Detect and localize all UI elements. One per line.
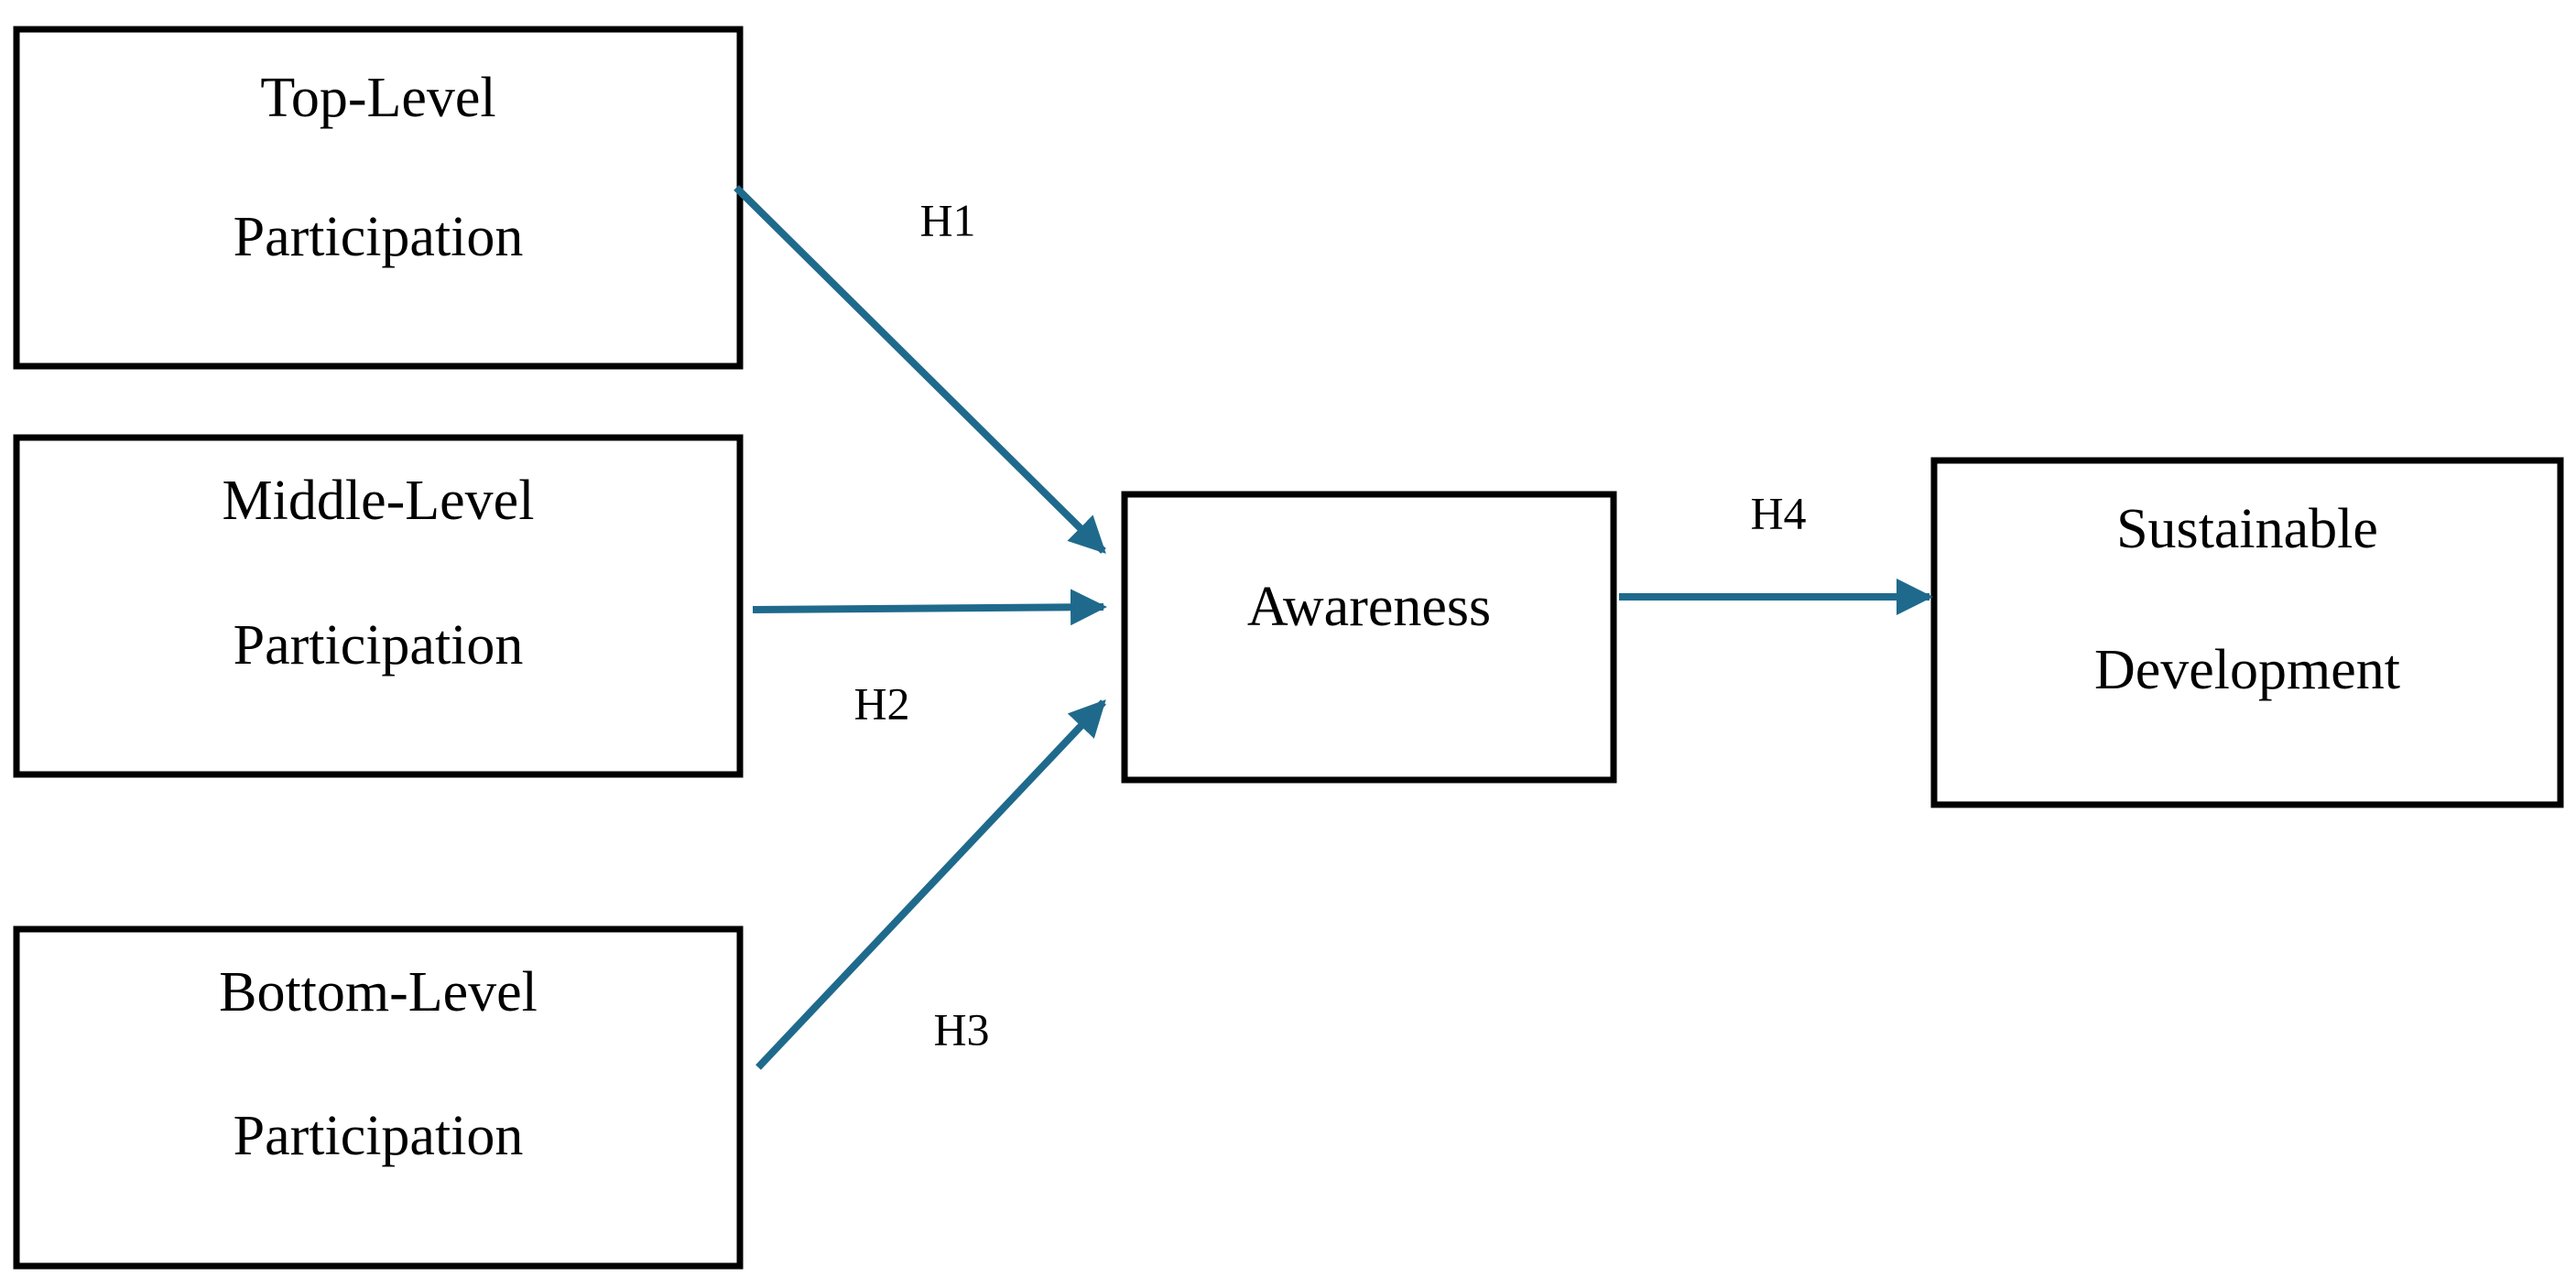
middle-level-box	[13, 434, 744, 778]
top-level-box	[13, 26, 744, 370]
label-h2: H2	[853, 677, 909, 729]
awareness-box	[1121, 491, 1617, 784]
arrow-h2	[752, 589, 1107, 626]
middle-level-line2: Participation	[234, 614, 524, 676]
arrow-h3	[755, 699, 1106, 1070]
arrow-h1	[734, 185, 1106, 554]
label-h3: H3	[933, 1003, 989, 1055]
node-awareness: Awareness	[1121, 491, 1617, 784]
middle-level-line1: Middle-Level	[223, 470, 535, 532]
label-h1: H1	[919, 194, 975, 245]
label-h4: H4	[1750, 487, 1806, 538]
bottom-level-line1: Bottom-Level	[219, 961, 538, 1023]
bottom-level-line2: Participation	[234, 1105, 524, 1167]
node-middle-level-participation: Middle-Level Participation	[13, 434, 744, 778]
sustainable-development-box	[1930, 457, 2564, 808]
node-bottom-level-participation: Bottom-Level Participation	[13, 925, 744, 1270]
top-level-line1: Top-Level	[260, 67, 495, 129]
top-level-line2: Participation	[234, 206, 524, 268]
node-top-level-participation: Top-Level Participation	[13, 26, 744, 370]
sustainable-development-line1: Sustainable	[2116, 498, 2378, 560]
node-sustainable-development: Sustainable Development	[1930, 457, 2564, 808]
sustainable-development-line2: Development	[2094, 639, 2400, 701]
awareness-label: Awareness	[1247, 576, 1491, 638]
bottom-level-box	[13, 925, 744, 1270]
